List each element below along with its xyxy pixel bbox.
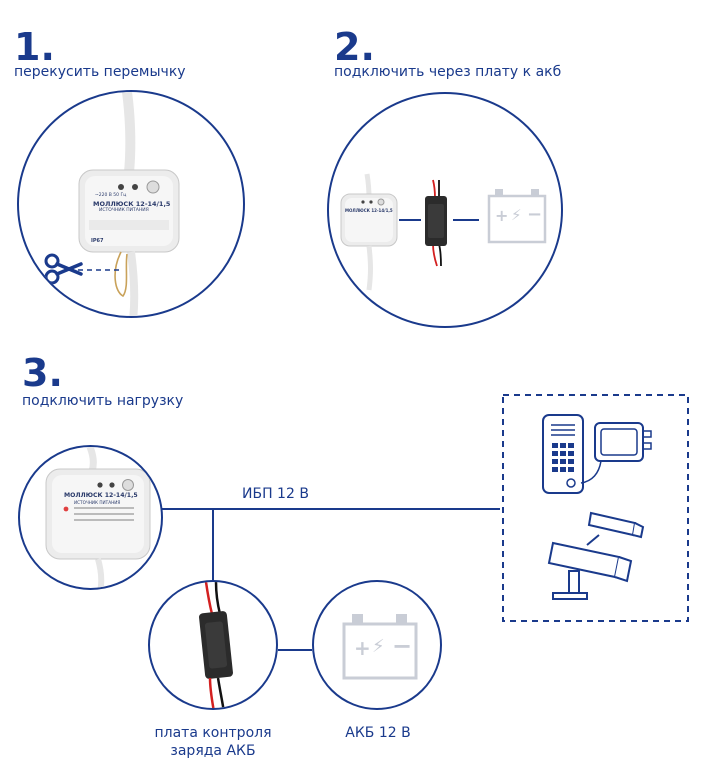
device-subtitle-label-step3: ИСТОЧНИК ПИТАНИЯ bbox=[74, 500, 121, 505]
step-2-number: 2. bbox=[334, 25, 375, 69]
scissors-icon bbox=[44, 253, 83, 285]
intercom-icon bbox=[542, 414, 584, 494]
device-model-label-small: МОЛЛЮСК 12-14/1,5 bbox=[345, 208, 393, 213]
step-3-battery-circle: + ⚡ − bbox=[312, 580, 442, 710]
battery-plus-icon: + bbox=[495, 206, 509, 225]
step-1-text: перекусить перемычку bbox=[14, 64, 186, 80]
step-1-circle: ~220 В 50 Гц МОЛЛЮСК 12-14/1,5 ИСТОЧНИК … bbox=[17, 90, 245, 318]
step-3-text: подключить нагрузку bbox=[22, 393, 184, 409]
step-2-text: подключить через плату к акб bbox=[334, 64, 562, 80]
battery-minus-icon-step3: − bbox=[392, 632, 413, 660]
step-3-device-circle: МОЛЛЮСК 12-14/1,5 ИСТОЧНИК ПИТАНИЯ bbox=[18, 445, 163, 590]
board-label-line2: заряда АКБ bbox=[170, 743, 256, 760]
battery-label: АКБ 12 В bbox=[345, 725, 411, 741]
board-label-line1: плата контроля bbox=[154, 725, 272, 741]
battery-bolt-icon-step3: ⚡ bbox=[372, 636, 385, 657]
device-ip-label: IP67 bbox=[91, 238, 104, 244]
device-voltage-label: ~220 В 50 Гц bbox=[95, 193, 127, 198]
device-model-label-step3: МОЛЛЮСК 12-14/1,5 bbox=[64, 492, 138, 499]
step-3-board-circle bbox=[148, 580, 278, 710]
step-3-number: 3. bbox=[22, 351, 63, 395]
board-label: плата контроля заряда АКБ bbox=[140, 724, 286, 760]
device-subtitle-label: ИСТОЧНИК ПИТАНИЯ bbox=[99, 208, 149, 213]
lock-icon bbox=[580, 422, 652, 484]
step-1-number: 1. bbox=[14, 25, 55, 69]
battery-bolt-icon: ⚡ bbox=[511, 206, 522, 224]
step-2-circle: МОЛЛЮСК 12-14/1,5 + ⚡ − bbox=[327, 92, 563, 328]
battery-icon bbox=[342, 614, 418, 680]
device-model-label: МОЛЛЮСК 12-14/1,5 bbox=[93, 200, 171, 208]
ups-line-label: ИБП 12 В bbox=[242, 486, 309, 502]
battery-plus-icon-step3: + bbox=[354, 636, 371, 660]
battery-minus-icon: − bbox=[527, 204, 543, 225]
loads-group bbox=[542, 414, 652, 600]
cctv-camera-icon bbox=[547, 511, 645, 600]
